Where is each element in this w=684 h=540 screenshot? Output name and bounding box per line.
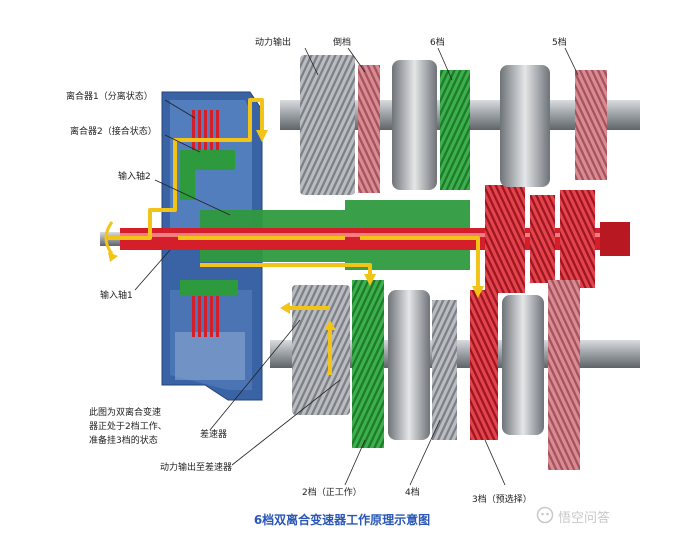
leader-lines	[134, 47, 579, 486]
label-output: 动力输出	[255, 38, 292, 48]
label-reverse-gear: 倒档	[333, 38, 352, 48]
label-gear-6: 6档	[430, 38, 445, 48]
arrow-heads	[256, 130, 484, 330]
rotation-arrow-icon	[104, 221, 114, 255]
state-note-line: 此图为双离合变速	[89, 408, 162, 418]
label-gear-4: 4档	[405, 488, 420, 498]
label-clutch-2: 离合器2（接合状态）	[70, 127, 157, 137]
watermark-logo-icon	[536, 506, 554, 524]
label-gear-3: 3档（预选择）	[472, 495, 532, 505]
shaft1-red-gears	[485, 185, 630, 293]
clutch2-plates	[192, 295, 219, 337]
watermark: 悟空问答	[558, 511, 611, 526]
diagram-caption: 6档双离合变速器工作原理示意图	[253, 513, 431, 527]
state-note-line: 准备挂3档的状态	[89, 436, 158, 446]
label-gear-2: 2档（正工作）	[302, 488, 362, 498]
clutch1-plates	[192, 110, 219, 150]
label-input-shaft-2: 输入轴2	[118, 172, 151, 182]
label-input-shaft-1: 输入轴1	[100, 291, 133, 301]
green-clutch-path	[180, 150, 235, 200]
label-clutch-1: 离合器1（分离状态）	[66, 92, 153, 102]
state-note: 此图为双离合变速 器正处于2档工作、 准备挂3档的状态	[89, 406, 167, 448]
label-differential: 差速器	[200, 430, 228, 440]
label-output-to-differential: 动力输出至差速器	[160, 463, 233, 473]
state-note-line: 器正处于2档工作、	[89, 422, 167, 432]
upper-output-shaft	[280, 55, 640, 195]
label-gear-5: 5档	[552, 38, 567, 48]
